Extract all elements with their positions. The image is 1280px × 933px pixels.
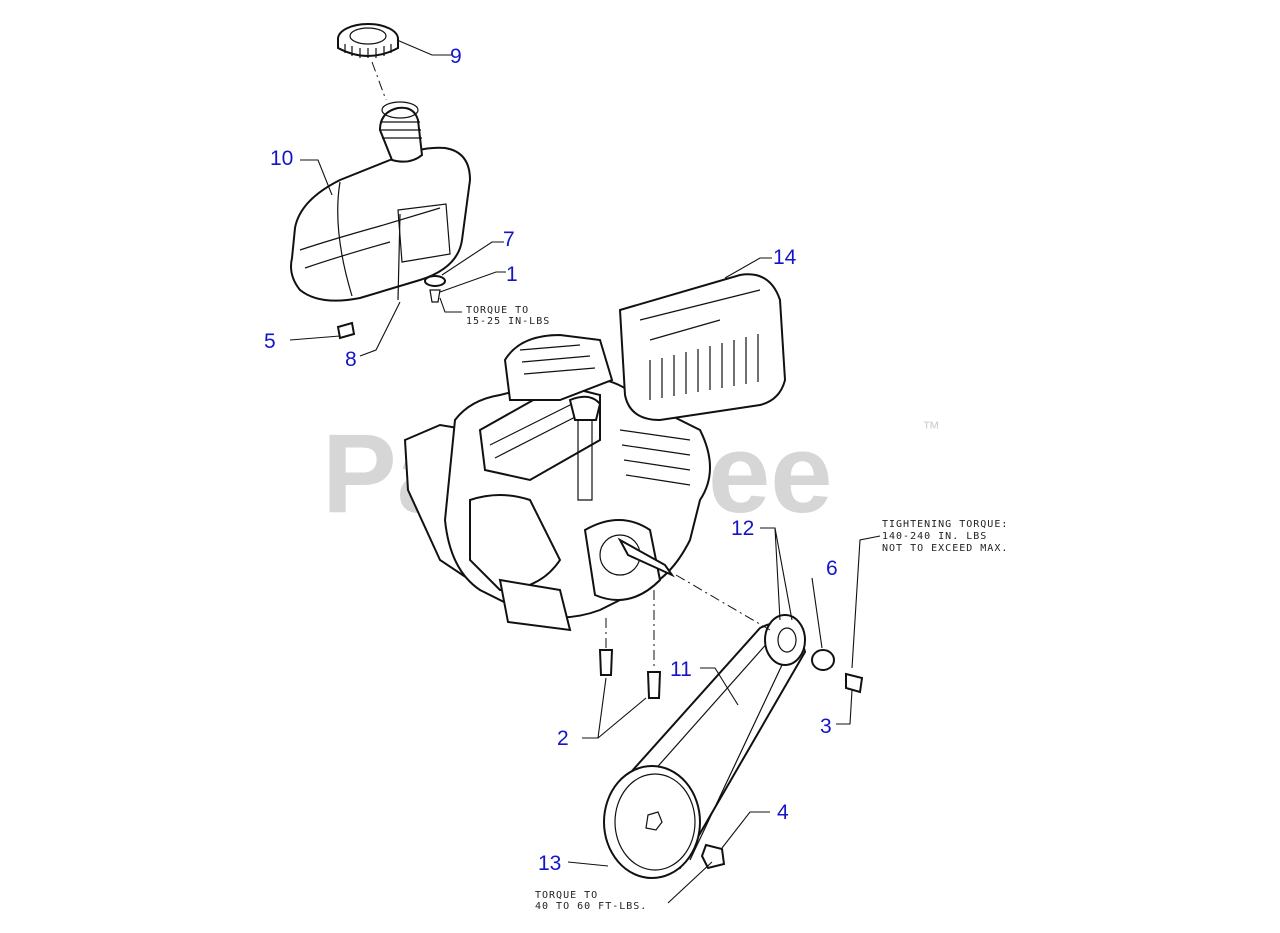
washer-6 — [811, 649, 835, 671]
watermark-trademark: ™ — [922, 418, 940, 438]
callout-11[interactable]: 11 — [670, 658, 692, 681]
note-tightening: TIGHTENING TORQUE: 140-240 IN. LBS NOT T… — [882, 519, 1008, 554]
callout-9[interactable]: 9 — [450, 45, 462, 68]
callout-2[interactable]: 2 — [557, 727, 569, 750]
callout-3[interactable]: 3 — [820, 715, 832, 738]
callout-1[interactable]: 1 — [506, 263, 518, 286]
callout-7[interactable]: 7 — [503, 228, 515, 251]
bolt-2b — [646, 671, 662, 699]
callout-12[interactable]: 12 — [731, 517, 754, 540]
callout-5[interactable]: 5 — [264, 330, 276, 353]
callout-10[interactable]: 10 — [270, 147, 293, 170]
note-torque-small: TORQUE TO 15-25 IN-LBS — [466, 305, 550, 327]
note-line: TORQUE TO — [535, 890, 598, 901]
note-line: NOT TO EXCEED MAX. — [882, 543, 1008, 554]
nut-4 — [700, 843, 726, 870]
callout-4[interactable]: 4 — [777, 801, 789, 824]
note-line: 15-25 IN-LBS — [466, 316, 550, 327]
note-line: 140-240 IN. LBS — [882, 531, 987, 542]
bolt-2a — [598, 649, 614, 676]
bolt-3 — [845, 672, 864, 694]
drive-pulley — [603, 765, 701, 879]
engine-assembly — [403, 273, 787, 632]
fuel-tank — [290, 101, 472, 302]
leader-lines — [289, 39, 881, 904]
note-line: 40 TO 60 FT-LBS. — [535, 901, 647, 912]
note-line: TIGHTENING TORQUE: — [882, 519, 1008, 530]
nut-5 — [336, 321, 356, 340]
washer-7 — [424, 275, 446, 287]
callout-8[interactable]: 8 — [345, 348, 357, 371]
fuel-cap — [337, 23, 399, 58]
engine-pulley — [764, 614, 806, 666]
callout-13[interactable]: 13 — [538, 852, 561, 875]
callout-6[interactable]: 6 — [826, 557, 838, 580]
callout-14[interactable]: 14 — [773, 246, 797, 269]
note-torque-pulley: TORQUE TO 40 TO 60 FT-LBS. — [535, 890, 647, 912]
screw-1 — [429, 289, 441, 303]
note-line: TORQUE TO — [466, 305, 529, 316]
